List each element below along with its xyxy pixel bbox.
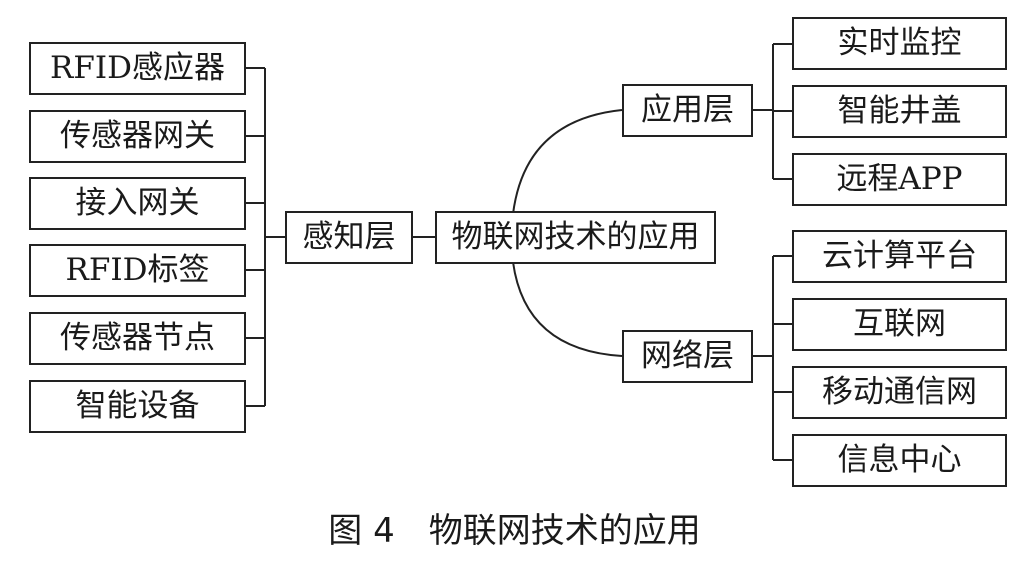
network-item-information-center: 信息中心 bbox=[792, 434, 1007, 487]
figure-caption: 图 4 物联网技术的应用 bbox=[328, 511, 701, 551]
perception-item-access-gateway: 接入网关 bbox=[29, 177, 246, 230]
application-item-smart-manhole: 智能井盖 bbox=[792, 85, 1007, 138]
application-item-remote-app: 远程APP bbox=[792, 153, 1007, 206]
perception-item-sensor-node: 传感器节点 bbox=[29, 312, 246, 365]
arc-to-network-layer bbox=[512, 261, 623, 357]
perception-item-sensor-gateway: 传感器网关 bbox=[29, 110, 246, 163]
center-node: 物联网技术的应用 bbox=[435, 211, 716, 264]
application-layer-node: 应用层 bbox=[622, 84, 753, 137]
network-item-internet: 互联网 bbox=[792, 298, 1007, 351]
network-item-cloud-platform: 云计算平台 bbox=[792, 230, 1007, 283]
perception-layer-node: 感知层 bbox=[285, 211, 413, 264]
perception-item-rfid-reader: RFID感应器 bbox=[29, 42, 246, 95]
application-item-realtime-monitoring: 实时监控 bbox=[792, 17, 1007, 70]
network-layer-node: 网络层 bbox=[622, 330, 753, 383]
perception-item-rfid-tag: RFID标签 bbox=[29, 244, 246, 297]
network-item-mobile-network: 移动通信网 bbox=[792, 366, 1007, 419]
arc-to-application-layer bbox=[512, 109, 623, 215]
perception-item-smart-device: 智能设备 bbox=[29, 380, 246, 433]
